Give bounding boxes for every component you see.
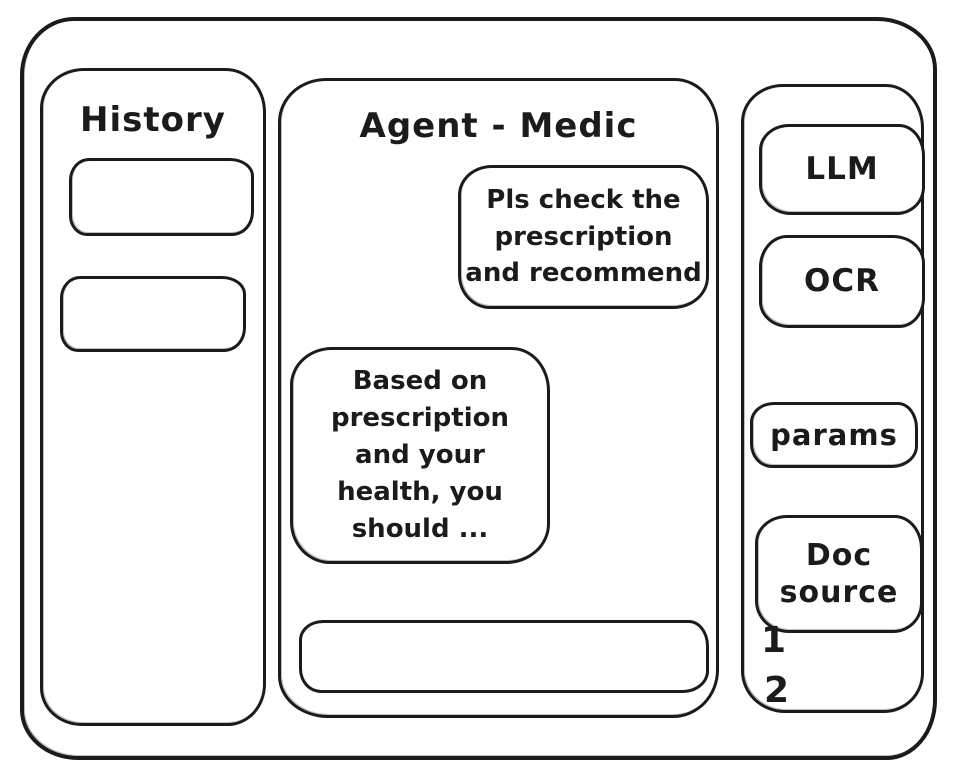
message-input[interactable] [299, 620, 709, 693]
tools-sidebar: LLM OCR params Doc source 1 2 [741, 84, 925, 713]
history-title: History [80, 100, 226, 140]
history-item[interactable] [60, 276, 246, 352]
doc-source-item-number: 1 [761, 620, 787, 661]
doc-source-item-number: 2 [764, 670, 790, 711]
user-message-bubble: Pls check the prescription and recommend [458, 165, 709, 309]
llm-button[interactable]: LLM [759, 124, 925, 215]
assistant-message-bubble: Based on prescription and your health, y… [290, 347, 550, 564]
chat-title: Agent - Medic [359, 106, 638, 146]
ocr-button[interactable]: OCR [759, 235, 925, 328]
app-frame: History Agent - Medic Pls check the pres… [20, 17, 937, 760]
doc-source-button[interactable]: Doc source [755, 515, 923, 633]
history-item[interactable] [69, 158, 254, 236]
history-sidebar: History [40, 68, 266, 726]
params-button[interactable]: params [750, 402, 918, 468]
chat-panel: Agent - Medic Pls check the prescription… [278, 78, 719, 718]
